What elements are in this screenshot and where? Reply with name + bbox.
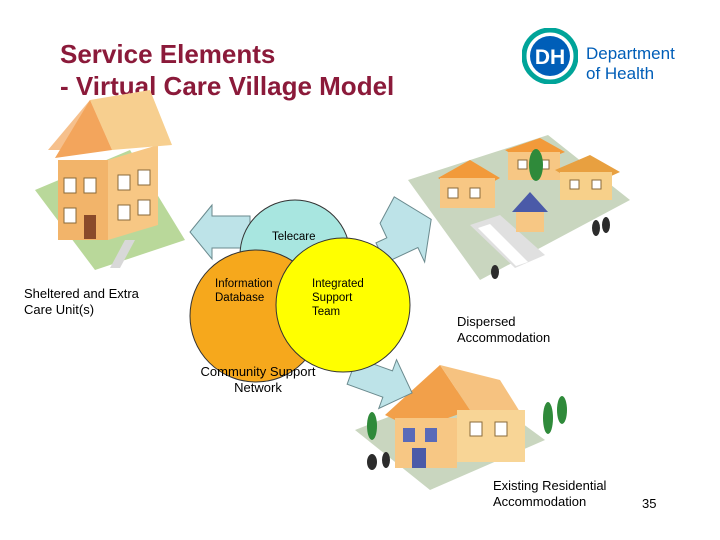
information-database-label: Information Database — [215, 278, 273, 304]
integrated-support-team-circle — [275, 237, 411, 373]
sheltered-care-label: Sheltered and Extra Care Unit(s) — [24, 286, 139, 317]
arrow-icon — [189, 196, 432, 410]
integrated-support-team-label: Integrated Support Team — [312, 278, 364, 318]
sheltered-housing-icon — [35, 90, 185, 270]
existing-residential-label: Existing Residential Accommodation — [493, 478, 607, 509]
logo-badge-text: DH — [535, 46, 565, 69]
telecare-label: Telecare — [272, 231, 316, 243]
title-line-1: Service Elements — [60, 39, 276, 69]
page-number: 35 — [642, 496, 657, 511]
dispersed-houses-icon — [408, 135, 630, 280]
logo-line-1: Department — [586, 44, 675, 63]
logo-line-2: of Health — [586, 64, 655, 83]
residential-house-icon — [355, 365, 567, 490]
department-of-health-logo: DH Department of Health — [522, 28, 692, 88]
dispersed-accommodation-label: Dispersed Accommodation — [457, 314, 551, 345]
community-support-network-label: Community Support Network — [200, 364, 316, 395]
dh-logo-icon: DH — [522, 28, 578, 84]
